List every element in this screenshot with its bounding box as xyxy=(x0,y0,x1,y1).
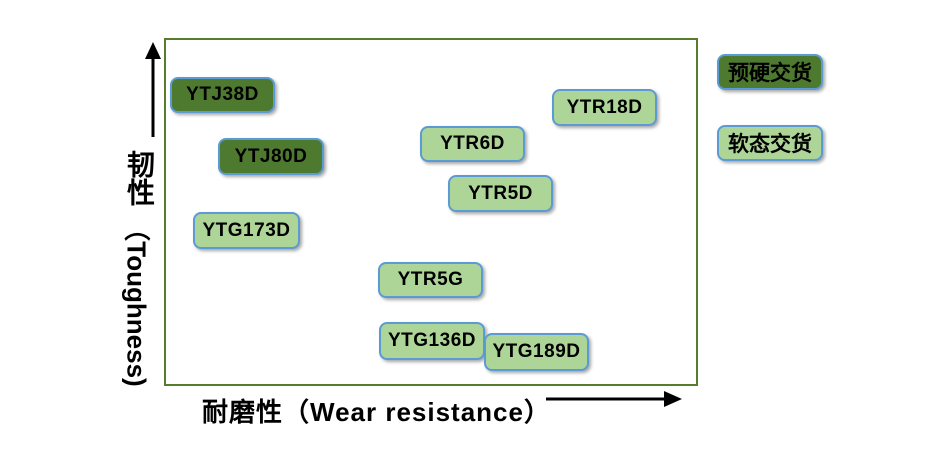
grade-box-ytr5d: YTR5D xyxy=(448,175,553,212)
y-axis-label-cjk: 韧性 xyxy=(124,150,155,206)
grade-box-ytj80d: YTJ80D xyxy=(218,138,324,175)
grade-box-ytg136d: YTG136D xyxy=(379,322,485,360)
grade-box-ytr6d: YTR6D xyxy=(420,126,525,162)
legend-item-soft: 软态交货 xyxy=(717,125,823,161)
x-axis-label: 耐磨性（Wear resistance） xyxy=(202,397,551,427)
y-axis-arrow xyxy=(145,42,161,137)
legend-item-prehardened: 预硬交货 xyxy=(717,54,823,90)
grade-box-ytg173d: YTG173D xyxy=(193,212,300,249)
grade-box-ytj38d: YTJ38D xyxy=(170,77,275,113)
x-axis-arrow xyxy=(546,391,682,407)
grade-box-ytg189d: YTG189D xyxy=(484,333,589,371)
grade-box-ytr5g: YTR5G xyxy=(378,262,483,298)
y-axis-label-latin: （Toughness) xyxy=(121,215,152,387)
grade-box-ytr18d: YTR18D xyxy=(552,89,657,126)
